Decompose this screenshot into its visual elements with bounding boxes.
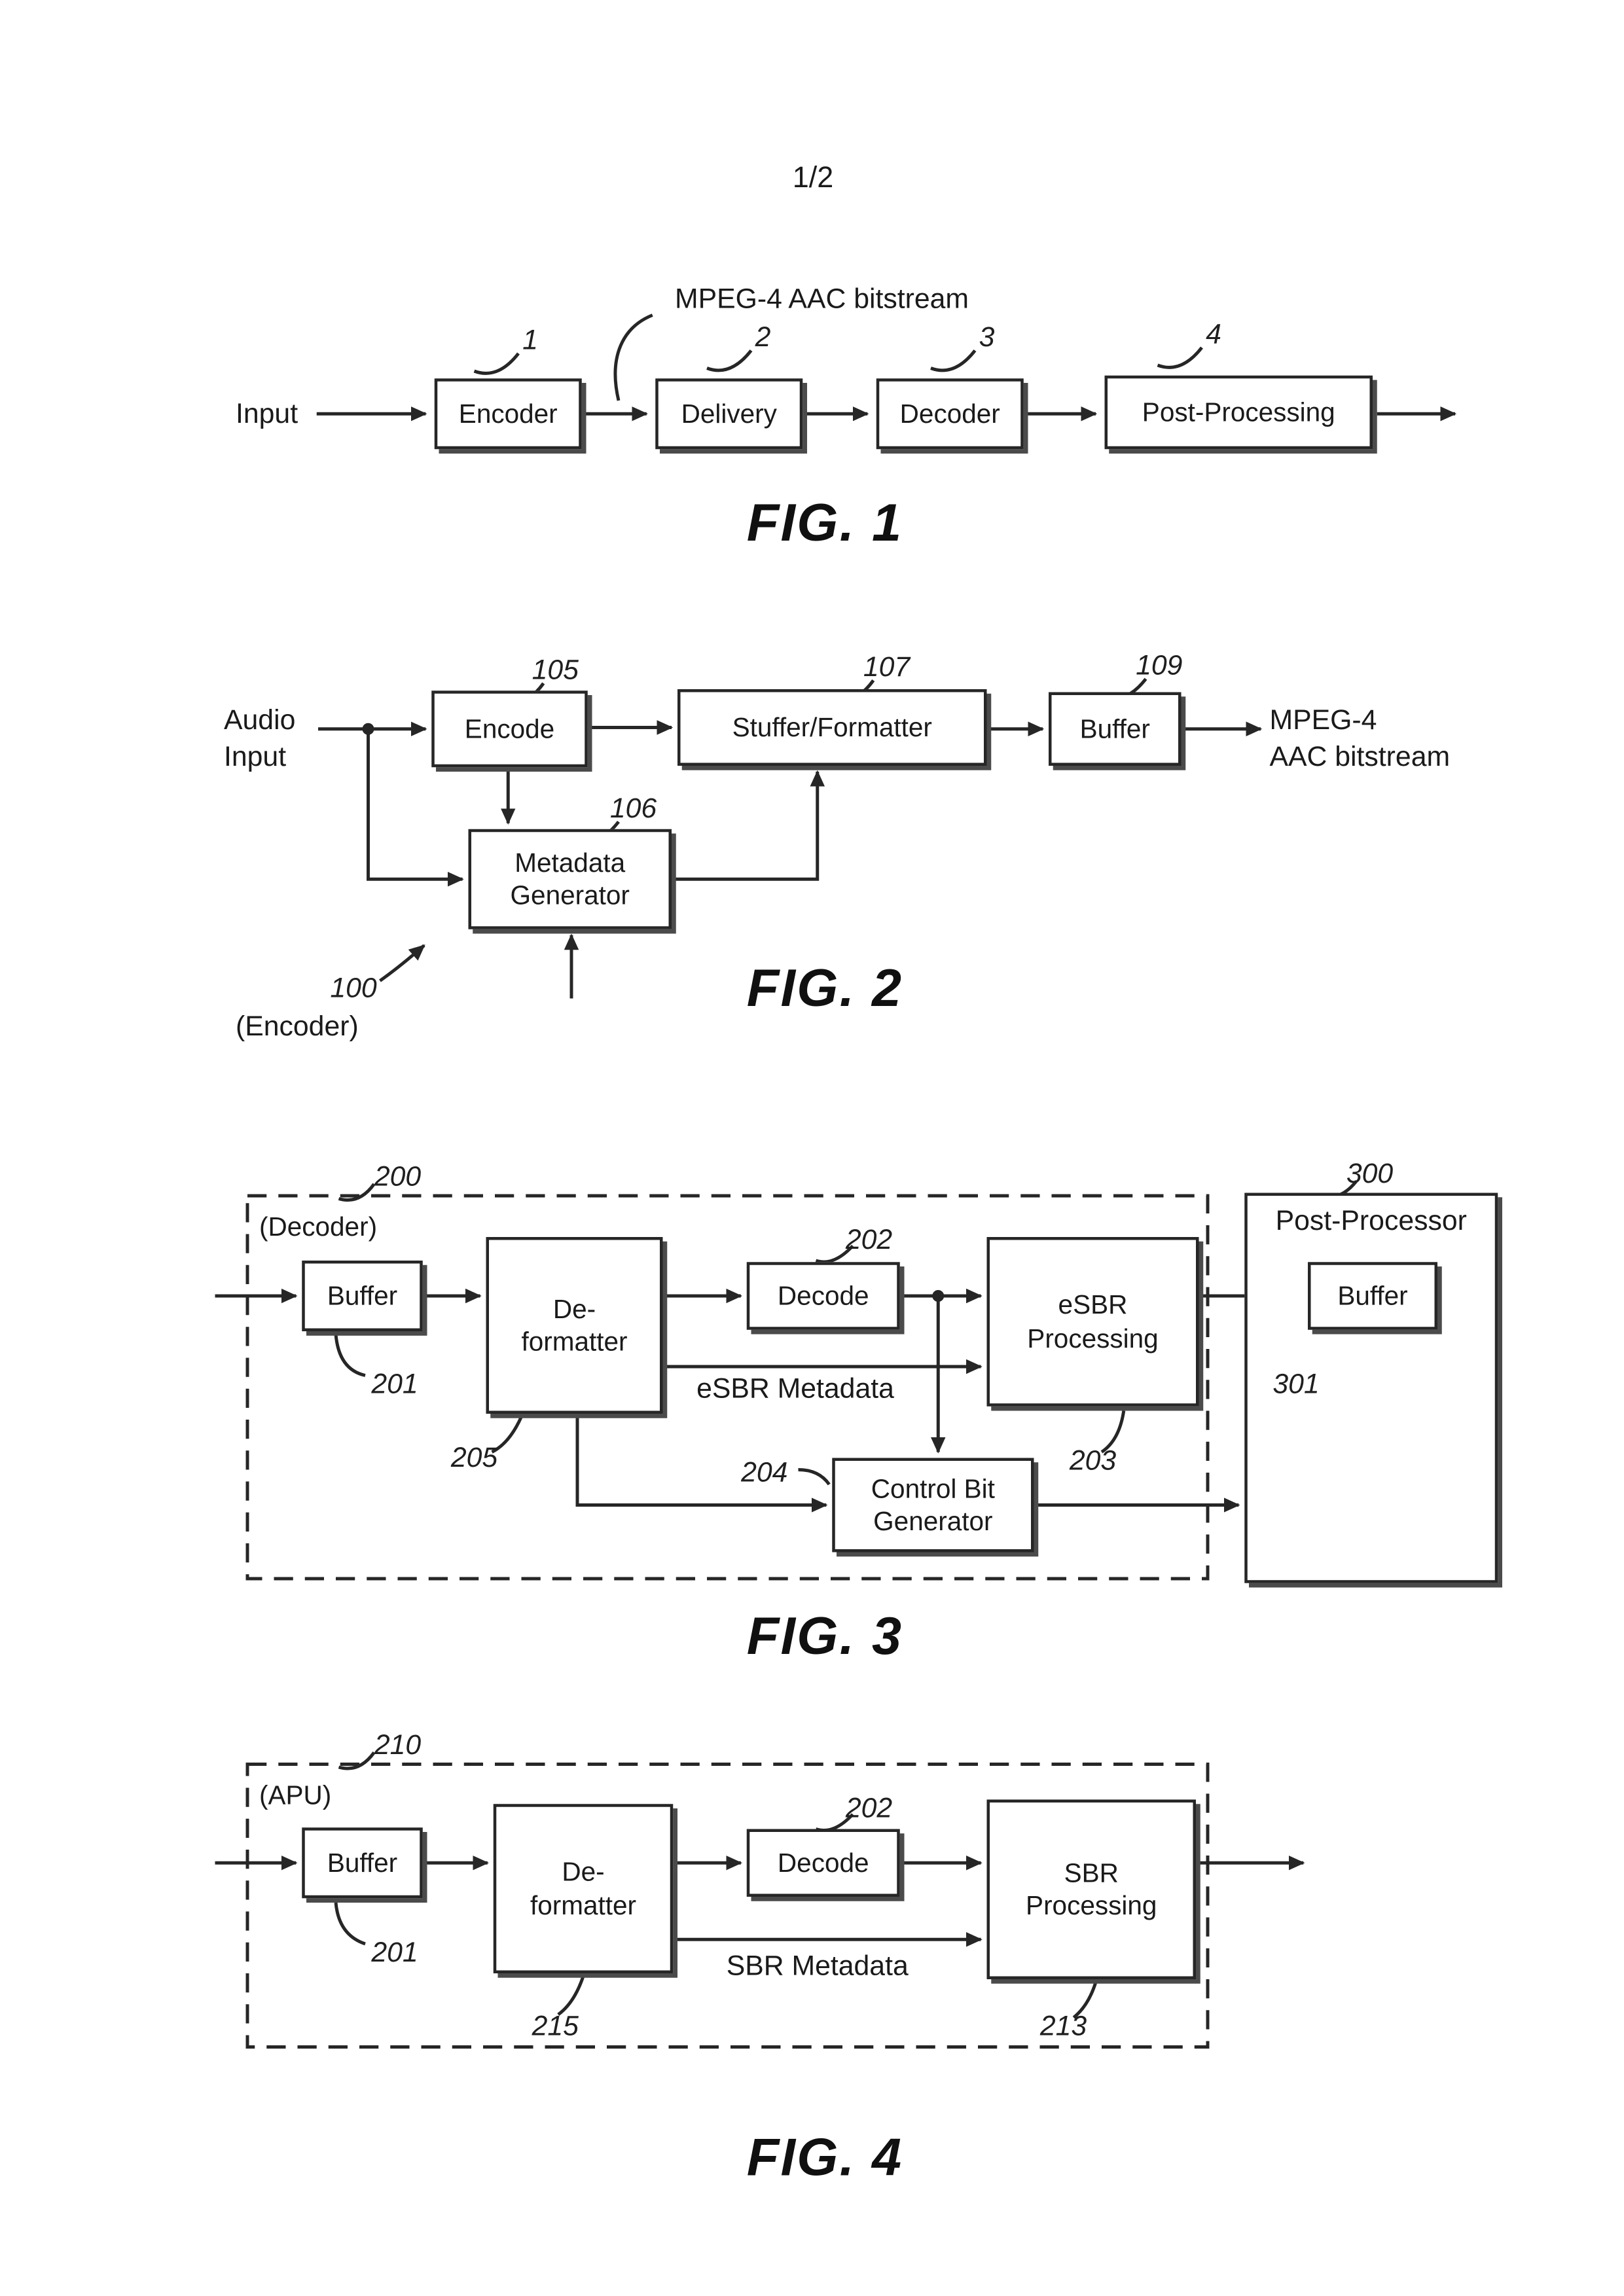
fig4-decode-label: Decode bbox=[777, 1848, 869, 1878]
fig2-output-label: MPEG-4 AAC bitstream bbox=[1269, 705, 1451, 773]
fig3-decode-box: Decode bbox=[746, 1262, 900, 1330]
fig4-sbr-processing-box: SBR Processing bbox=[986, 1799, 1196, 1979]
fig2-system-pointer bbox=[379, 944, 425, 982]
fig2-buffer-box: Buffer bbox=[1049, 692, 1182, 766]
fig2-caption: FIG. 2 bbox=[746, 957, 903, 1018]
fig4-buffer-ref: 201 bbox=[371, 1938, 418, 1969]
fig3-deformatter-ref: 205 bbox=[450, 1443, 498, 1475]
fig3-decoder-boundary bbox=[245, 1194, 1210, 1581]
fig2-stuffer-formatter-ref: 107 bbox=[863, 652, 911, 683]
fig3-decode-label: Decode bbox=[777, 1280, 869, 1310]
fig2-metadata-generator-label: Metadata Generator bbox=[510, 847, 630, 910]
fig3-buffer-box: Buffer bbox=[302, 1261, 423, 1331]
fig1-encoder-ref: 1 bbox=[522, 325, 538, 357]
fig4-deformatter-box: De- formatter bbox=[493, 1804, 674, 1973]
fig4-decode-box: Decode bbox=[746, 1829, 900, 1897]
fig4-system-label: (APU) bbox=[259, 1780, 332, 1810]
fig2-encode-ref: 105 bbox=[532, 655, 579, 687]
fig1-delivery-label: Delivery bbox=[681, 399, 777, 429]
fig3-esbr-processing-ref: 203 bbox=[1069, 1446, 1117, 1477]
fig4-caption: FIG. 4 bbox=[746, 2126, 903, 2187]
fig2-system-label: (Encoder) bbox=[236, 1011, 359, 1043]
fig2-metadata-generator-box: Metadata Generator bbox=[468, 829, 672, 929]
fig1-postprocessing-box: Post-Processing bbox=[1104, 375, 1373, 450]
fig3-decode-ref: 202 bbox=[845, 1225, 893, 1257]
fig3-control-bit-generator-ref: 204 bbox=[741, 1458, 788, 1489]
fig3-pp-buffer-ref: 301 bbox=[1272, 1369, 1320, 1401]
fig3-control-bit-generator-label: Control Bit Generator bbox=[871, 1473, 995, 1536]
fig1-input-label: Input bbox=[236, 399, 298, 430]
fig3-caption: FIG. 3 bbox=[746, 1605, 903, 1666]
fig4-sbr-metadata-label: SBR Metadata bbox=[726, 1951, 909, 1982]
fig2-audio-input-label: Audio Input bbox=[224, 705, 296, 773]
fig3-esbr-processing-box: eSBR Processing bbox=[986, 1237, 1199, 1407]
fig4-buffer-label: Buffer bbox=[327, 1848, 398, 1878]
fig1-encoder-box: Encoder bbox=[434, 378, 582, 450]
fig2-buffer-label: Buffer bbox=[1079, 713, 1150, 744]
fig2-encode-box: Encode bbox=[431, 691, 588, 768]
fig2-metadata-generator-ref: 106 bbox=[609, 793, 657, 825]
fig2-buffer-ref: 109 bbox=[1136, 651, 1183, 682]
fig3-buffer-ref: 201 bbox=[371, 1369, 418, 1401]
fig4-deformatter-ref: 215 bbox=[532, 2011, 579, 2043]
fig3-control-bit-generator-box: Control Bit Generator bbox=[832, 1458, 1034, 1552]
fig2-stuffer-formatter-label: Stuffer/Formatter bbox=[732, 712, 932, 742]
fig3-pp-buffer-box: Buffer bbox=[1308, 1262, 1437, 1330]
fig1-caption: FIG. 1 bbox=[746, 492, 903, 552]
fig1-postprocessing-label: Post-Processing bbox=[1142, 397, 1335, 427]
fig1-decoder-box: Decoder bbox=[876, 378, 1024, 450]
fig1-decoder-ref: 3 bbox=[979, 322, 995, 353]
fig3-post-processor-ref: 300 bbox=[1346, 1158, 1394, 1190]
fig3-system-ref: 200 bbox=[374, 1162, 422, 1193]
fig4-sbr-processing-label: SBR Processing bbox=[1026, 1857, 1157, 1920]
fig3-esbr-processing-label: eSBR Processing bbox=[1027, 1290, 1159, 1353]
fig3-pp-buffer-label: Buffer bbox=[1337, 1280, 1408, 1310]
fig1-bitstream-annotation: MPEG-4 AAC bitstream bbox=[674, 284, 969, 315]
fig4-decode-ref: 202 bbox=[845, 1793, 893, 1825]
fig3-system-label: (Decoder) bbox=[259, 1211, 378, 1242]
sheet-number: 1/2 bbox=[792, 162, 834, 195]
fig3-deformatter-box: De- formatter bbox=[486, 1237, 663, 1414]
fig1-delivery-ref: 2 bbox=[755, 322, 771, 353]
fig3-deformatter-label: De- formatter bbox=[521, 1293, 628, 1357]
fig4-deformatter-label: De- formatter bbox=[530, 1857, 637, 1920]
fig1-postprocessing-ref: 4 bbox=[1206, 319, 1221, 351]
fig2-system-ref: 100 bbox=[330, 973, 377, 1005]
fig3-post-processor-title: Post-Processor bbox=[1275, 1206, 1467, 1237]
fig3-buffer-label: Buffer bbox=[327, 1280, 398, 1310]
fig1-delivery-box: Delivery bbox=[655, 378, 803, 450]
fig4-system-ref: 210 bbox=[374, 1730, 422, 1761]
fig4-sbr-processing-ref: 213 bbox=[1039, 2011, 1087, 2043]
fig1-decoder-label: Decoder bbox=[899, 399, 1000, 429]
fig3-esbr-metadata-label: eSBR Metadata bbox=[696, 1374, 894, 1405]
fig2-stuffer-formatter-box: Stuffer/Formatter bbox=[677, 689, 987, 766]
fig4-buffer-box: Buffer bbox=[302, 1827, 423, 1899]
fig4-apu-boundary bbox=[245, 1763, 1210, 2049]
fig1-annotation-leader bbox=[613, 314, 653, 401]
fig2-encode-label: Encode bbox=[464, 713, 555, 744]
fig1-encoder-label: Encoder bbox=[458, 399, 558, 429]
